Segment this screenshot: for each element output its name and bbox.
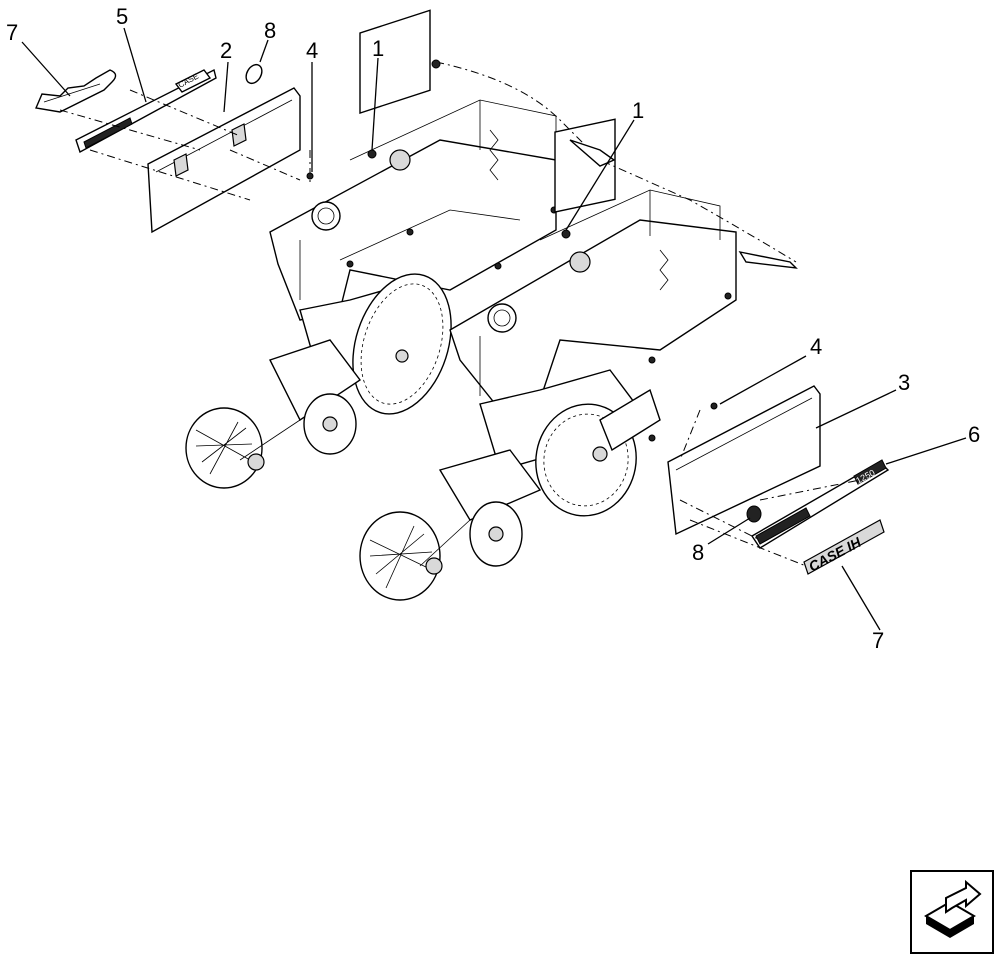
callout-2: 2 bbox=[220, 38, 232, 63]
callout-1-left: 1 bbox=[372, 36, 384, 61]
callout-4-top: 4 bbox=[306, 38, 318, 63]
next-page-arrow-icon bbox=[924, 879, 982, 938]
leader-lines bbox=[21, 27, 967, 631]
right-row-unit bbox=[359, 118, 737, 601]
left-row-unit bbox=[185, 9, 558, 489]
callout-6: 6 bbox=[968, 422, 980, 447]
callout-5: 5 bbox=[116, 4, 128, 29]
callout-8-bottom: 8 bbox=[692, 540, 704, 565]
callout-3: 3 bbox=[898, 370, 910, 395]
callout-4-bottom: 4 bbox=[810, 334, 822, 359]
callout-1-right: 1 bbox=[632, 98, 644, 123]
svg-text:CASE IH: CASE IH bbox=[806, 533, 864, 574]
left-decal-brand bbox=[35, 69, 117, 113]
right-reflector-disc bbox=[746, 505, 762, 523]
next-page-button[interactable] bbox=[910, 870, 994, 954]
right-shield-panel bbox=[667, 385, 821, 536]
left-reflector-ring bbox=[245, 63, 263, 85]
left-shield-panel bbox=[147, 87, 301, 234]
left-decal-stripe: CASE bbox=[75, 68, 217, 154]
callout-7-bottom: 7 bbox=[872, 628, 884, 653]
callout-7-top: 7 bbox=[6, 20, 18, 45]
callout-8-top: 8 bbox=[264, 18, 276, 43]
right-decal-brand: CASE IH bbox=[803, 519, 885, 575]
